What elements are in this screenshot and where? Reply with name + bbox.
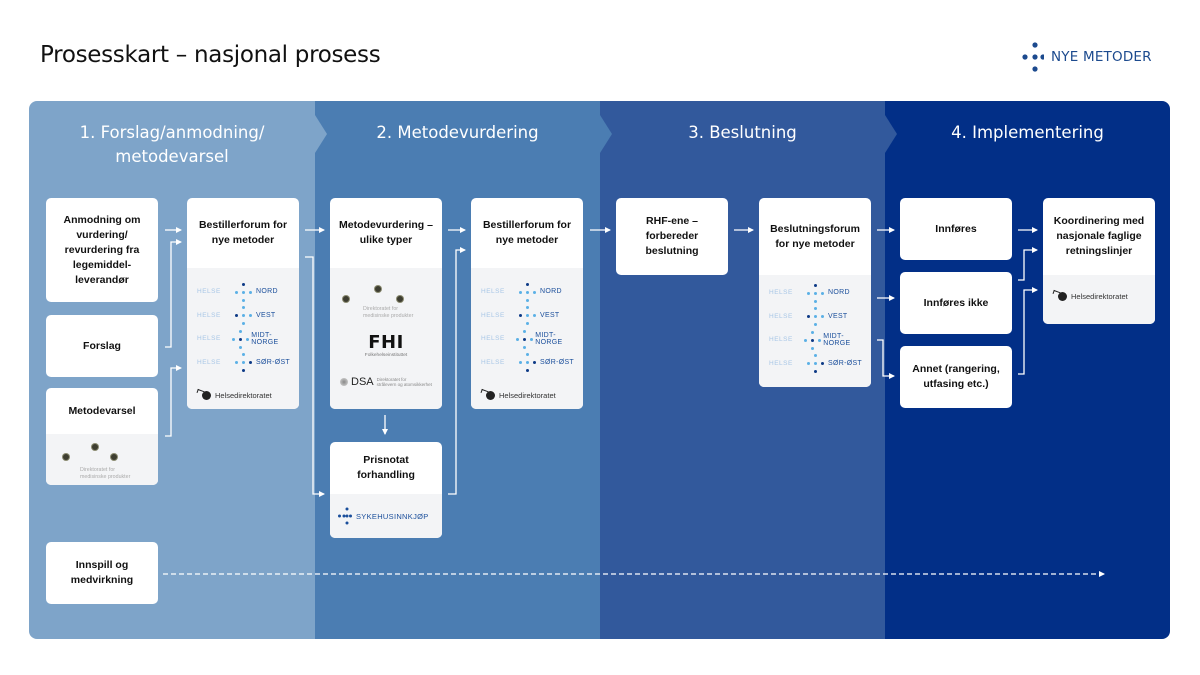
helse-logo-vest: HELSE VEST	[769, 305, 867, 329]
helse-logos: HELSE NORD HELSE VEST HELSE MIDT-NORGE HELSE SØ…	[769, 281, 867, 375]
helsedirektoratet-icon	[480, 388, 495, 401]
helse-prefix: HELSE	[481, 311, 505, 319]
card-metodevurdering[interactable]: Metodevurdering – ulike typer Direktorat…	[330, 198, 442, 409]
nye-metoder-logo: NYE METODER	[1022, 40, 1152, 74]
logo-area: HELSE NORD HELSE VEST HELSE MIDT-NORGE HELSE SØ…	[471, 268, 583, 409]
logo-area: HELSE NORD HELSE VEST HELSE MIDT-NORGE HELSE SØ…	[759, 275, 871, 387]
helse-logo-sør-øst: HELSE SØR-ØST	[481, 351, 579, 375]
helsedirektoratet-icon	[1052, 289, 1067, 302]
card-metodevarsel[interactable]: Metodevarsel Direktoratet for medisinske…	[46, 388, 158, 485]
helse-region-name: NORD	[540, 288, 562, 296]
helse-dots-icon	[517, 282, 537, 302]
helse-region-name: MIDT-NORGE	[535, 331, 563, 346]
helse-prefix: HELSE	[769, 312, 793, 320]
card-innspill[interactable]: Innspill og medvirkning	[46, 542, 158, 604]
helse-region-name: VEST	[256, 311, 276, 319]
phase-chevron	[885, 115, 897, 153]
helse-logo-midt-norge: HELSE MIDT-NORGE	[197, 327, 295, 351]
helse-region-name: SØR-ØST	[256, 358, 290, 366]
helse-region-name: VEST	[540, 311, 560, 319]
helsedirektoratet-icon	[196, 388, 211, 401]
helse-prefix: HELSE	[769, 359, 793, 367]
helse-dots-icon	[514, 329, 533, 349]
logo-area: HELSE NORD HELSE VEST HELSE MIDT-NORGE HELSE SØ…	[187, 268, 299, 409]
helsedirektoratet-logo: Helsedirektoratet	[196, 388, 272, 401]
card-annet[interactable]: Annet (rangering, utfasing etc.)	[900, 346, 1012, 408]
card-rhf[interactable]: RHF-ene – forbereder beslutning	[616, 198, 728, 275]
helse-prefix: HELSE	[197, 358, 221, 366]
helse-logos: HELSE NORD HELSE VEST HELSE MIDT-NORGE HELSE SØ…	[481, 280, 579, 374]
helse-dots-icon	[233, 282, 253, 302]
logo-area: Direktoratet for medisinske produkter FH…	[330, 268, 442, 409]
helse-prefix: HELSE	[769, 289, 793, 297]
helse-dots-icon	[230, 329, 249, 349]
helsedirektoratet-logo: Helsedirektoratet	[480, 388, 556, 401]
page-title: Prosesskart – nasjonal prosess	[40, 42, 381, 68]
helse-prefix: HELSE	[481, 288, 505, 296]
helse-logo-nord: HELSE NORD	[769, 281, 867, 305]
phase-chevron	[315, 115, 327, 153]
helse-prefix: HELSE	[769, 336, 793, 344]
helse-logo-vest: HELSE VEST	[197, 304, 295, 328]
helse-prefix: HELSE	[197, 335, 221, 343]
helse-dots-icon	[805, 353, 825, 374]
helse-dots-icon	[802, 330, 821, 350]
helse-region-name: NORD	[828, 289, 850, 297]
helse-logo-sør-øst: HELSE SØR-ØST	[769, 352, 867, 376]
brand-name: NYE METODER	[1051, 49, 1152, 65]
card-innfores[interactable]: Innføres	[900, 198, 1012, 260]
helse-logo-vest: HELSE VEST	[481, 304, 579, 328]
helse-prefix: HELSE	[197, 288, 221, 296]
helse-region-name: MIDT-NORGE	[251, 331, 279, 346]
helse-region-name: MIDT-NORGE	[823, 332, 851, 347]
card-koordinering[interactable]: Koordinering med nasjonale faglige retni…	[1043, 198, 1155, 324]
helse-prefix: HELSE	[197, 311, 221, 319]
process-board: 1. Forslag/anmodning/ metodevarsel 2. Me…	[29, 101, 1170, 639]
card-innfores-ikke[interactable]: Innføres ikke	[900, 272, 1012, 334]
helse-logo-nord: HELSE NORD	[481, 280, 579, 304]
helse-dots-icon	[805, 306, 825, 327]
phase-chevron	[600, 115, 612, 153]
phase-title: 3. Beslutning	[688, 123, 797, 142]
helse-logo-sør-øst: HELSE SØR-ØST	[197, 351, 295, 375]
card-prisnotat[interactable]: Prisnotat forhandling SYKEHUSINNKJØP	[330, 442, 442, 538]
helse-dots-icon	[517, 352, 537, 373]
helse-dots-icon	[517, 305, 537, 326]
helsedirektoratet-logo: Helsedirektoratet	[1052, 289, 1128, 302]
fhi-logo: FHI Folkehelseinstituttet	[364, 332, 408, 358]
helse-dots-icon	[233, 305, 253, 326]
phase-title: 4. Implementering	[951, 123, 1104, 142]
helse-dots-icon	[233, 352, 253, 373]
logo-area: SYKEHUSINNKJØP	[330, 494, 442, 538]
logo-area: Helsedirektoratet	[1043, 275, 1155, 324]
helse-logo-midt-norge: HELSE MIDT-NORGE	[481, 327, 579, 351]
sykehusinnkjop-icon	[338, 507, 352, 525]
helse-region-name: SØR-ØST	[828, 359, 862, 367]
helse-prefix: HELSE	[481, 335, 505, 343]
helse-logos: HELSE NORD HELSE VEST HELSE MIDT-NORGE HELSE SØ…	[197, 280, 295, 374]
helse-prefix: HELSE	[481, 358, 505, 366]
nye-metoder-dots-icon	[1022, 42, 1044, 72]
helse-logo-midt-norge: HELSE MIDT-NORGE	[769, 328, 867, 352]
helse-region-name: VEST	[828, 312, 848, 320]
phase-title: 2. Metodevurdering	[376, 123, 539, 142]
helse-dots-icon	[805, 283, 825, 303]
helse-region-name: SØR-ØST	[540, 358, 574, 366]
logo-area: Direktoratet for medisinske produkter	[46, 434, 158, 485]
helse-region-name: NORD	[256, 288, 278, 296]
card-anmodning[interactable]: Anmodning om vurdering/ revurdering fra …	[46, 198, 158, 302]
phase-title: 1. Forslag/anmodning/ metodevarsel	[79, 123, 265, 166]
sykehusinnkjop-logo: SYKEHUSINNKJØP	[338, 494, 429, 538]
card-forslag[interactable]: Forslag	[46, 315, 158, 377]
helse-logo-nord: HELSE NORD	[197, 280, 295, 304]
